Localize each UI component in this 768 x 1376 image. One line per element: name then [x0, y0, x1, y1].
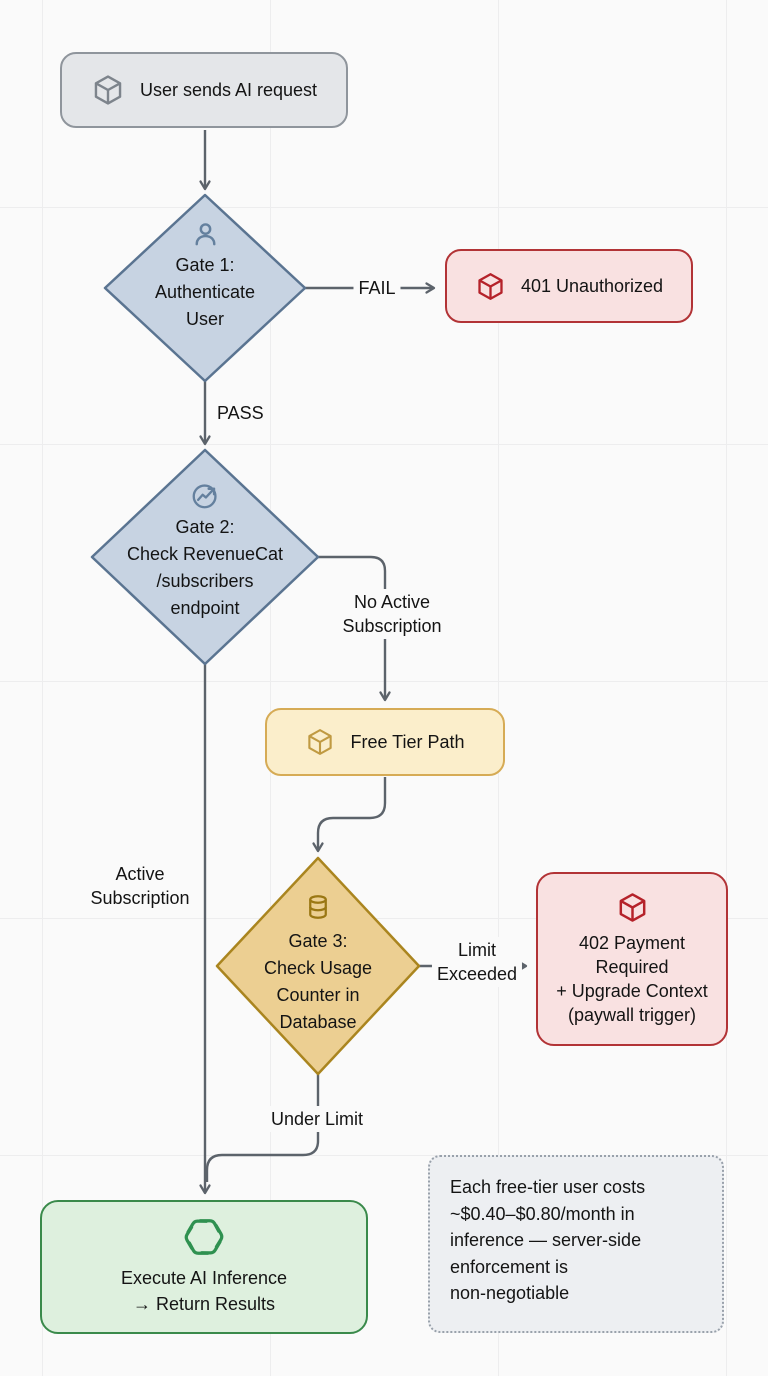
node-free-tier-path: Free Tier Path	[265, 708, 505, 776]
node-402-payment-required: 402 Payment Required + Upgrade Context (…	[536, 872, 728, 1046]
node-user-request: User sends AI request	[60, 52, 348, 128]
node-execute-inference: Execute AI Inference → Return Results	[40, 1200, 368, 1334]
edge-label-active-subscription: Active Subscription	[85, 861, 195, 911]
package-icon	[475, 271, 506, 302]
edge-label-under-limit: Under Limit	[265, 1106, 369, 1132]
edge-label-limit-exceeded: Limit Exceeded	[431, 937, 523, 987]
node-label: Free Tier Path	[350, 731, 465, 752]
edge-gate2-no-active	[318, 555, 391, 702]
node-label: Execute AI Inference → Return Results	[120, 1268, 288, 1314]
edge-gate3-under-limit	[205, 1074, 320, 1182]
package-icon	[616, 891, 649, 924]
node-label: 401 Unauthorized	[520, 275, 664, 296]
node-label: 402 Payment Required + Upgrade Context (…	[556, 933, 708, 1025]
user-icon	[190, 219, 221, 255]
openai-icon	[184, 1217, 224, 1257]
node-gate1-diamond	[103, 193, 307, 383]
node-label: User sends AI request	[139, 79, 318, 100]
node-gate3-diamond	[215, 856, 421, 1076]
trend-chart-icon	[190, 480, 221, 516]
node-401-unauthorized: 401 Unauthorized	[445, 249, 693, 323]
edge-label-fail: FAIL	[353, 275, 401, 301]
node-gate3-label: Gate 3: Check Usage Counter in Database	[263, 931, 373, 1032]
package-icon	[305, 727, 335, 757]
node-gate1-label: Gate 1: Authenticate User	[154, 255, 256, 329]
package-icon	[91, 73, 125, 107]
edge-label-pass: PASS	[212, 400, 269, 426]
node-gate2-diamond	[90, 448, 320, 666]
edge-freetier-to-gate3	[312, 777, 387, 853]
cost-note: Each free-tier user costs ~$0.40–$0.80/m…	[428, 1155, 724, 1333]
database-icon	[303, 892, 333, 927]
node-gate2-label: Gate 2: Check RevenueCat /subscribers en…	[126, 517, 284, 618]
edge-label-no-active-subscription: No Active Subscription	[337, 589, 447, 639]
